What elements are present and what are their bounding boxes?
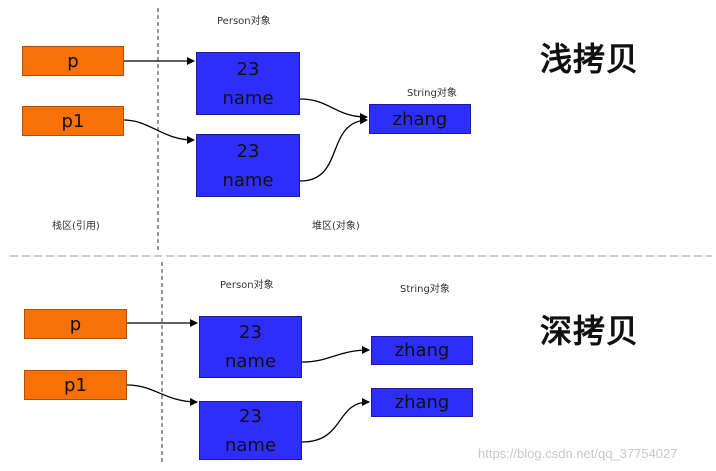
- age-value: 23: [236, 58, 260, 80]
- arrow-obj1-to-string-shallow: [299, 98, 368, 121]
- reference-p-shallow: p: [22, 46, 124, 76]
- shallow-person-label: Person对象: [217, 16, 271, 27]
- person-object-2-shallow: 23 name: [196, 134, 300, 197]
- string-object-2-deep: zhang: [371, 388, 473, 417]
- deep-person-label: Person对象: [220, 280, 274, 291]
- arrow-p1-to-obj2-shallow: [123, 119, 195, 144]
- reference-p-deep: p: [24, 309, 127, 339]
- shallow-copy-title: 浅拷贝: [540, 40, 640, 78]
- name-field: name: [222, 87, 274, 109]
- name-field: name: [222, 169, 274, 191]
- arrow-obj2-to-string2-deep: [301, 398, 370, 443]
- deep-string-label: String对象: [400, 284, 450, 295]
- reference-p1-shallow: p1: [22, 106, 124, 136]
- deep-copy-title: 深拷贝: [540, 312, 640, 350]
- name-field: name: [224, 434, 277, 456]
- age-value: 23: [239, 405, 262, 427]
- person-object-1-shallow: 23 name: [196, 52, 300, 115]
- stack-label: 栈区(引用): [52, 221, 100, 232]
- string-object-shallow: zhang: [369, 104, 471, 134]
- age-value: 23: [239, 322, 262, 343]
- reference-p1-deep: p1: [24, 370, 127, 400]
- heap-label: 堆区(对象): [312, 221, 360, 232]
- name-field: name: [224, 351, 277, 372]
- arrow-obj1-to-string1-deep: [301, 346, 370, 363]
- string-object-1-deep: zhang: [371, 336, 473, 365]
- shallow-string-label: String对象: [407, 88, 457, 99]
- person-object-2-deep: 23 name: [199, 401, 302, 460]
- arrow-p1-to-obj2-deep: [126, 384, 198, 406]
- age-value: 23: [236, 140, 260, 162]
- watermark: https://blog.csdn.net/qq_37754027: [478, 446, 678, 461]
- arrow-obj2-to-string-shallow: [299, 116, 368, 182]
- person-object-1-deep: 23 name: [199, 316, 302, 378]
